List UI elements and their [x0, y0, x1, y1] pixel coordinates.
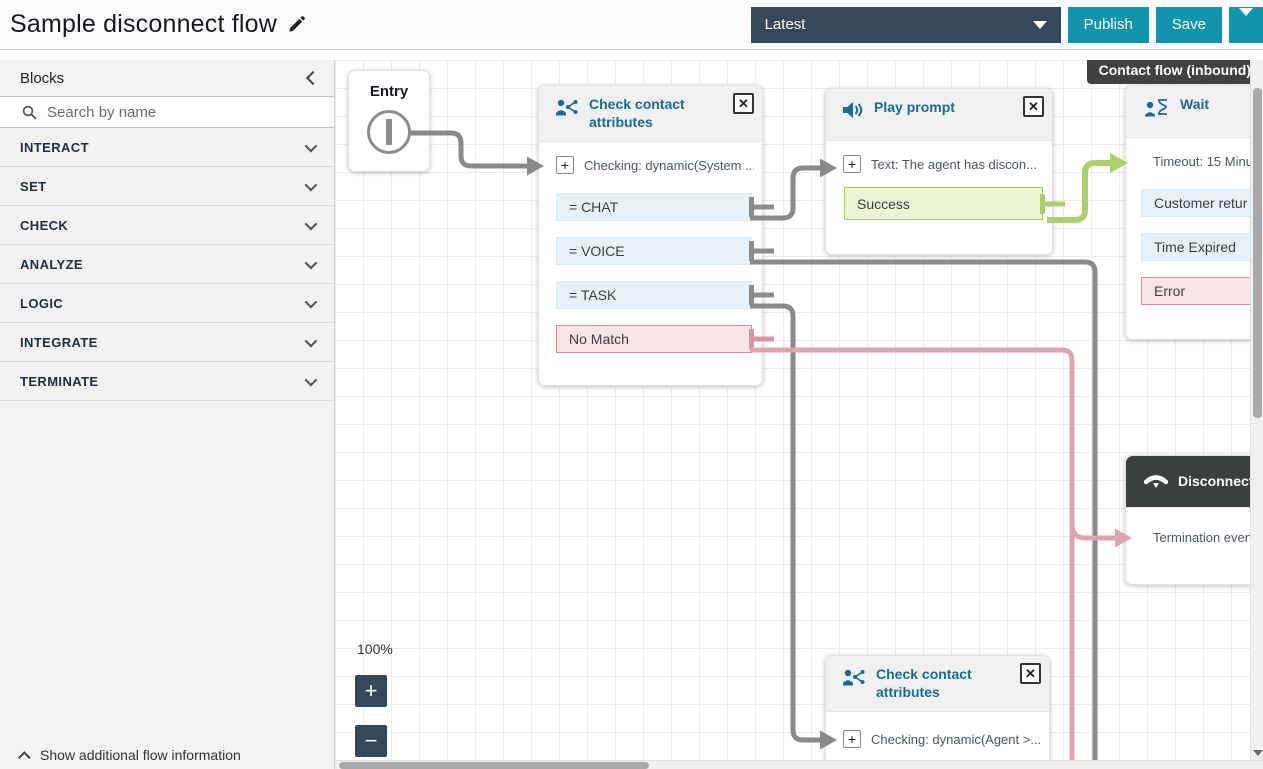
edit-title-icon[interactable] [287, 15, 306, 34]
disconnect-phone-icon [1144, 474, 1168, 488]
close-block-icon[interactable]: ✕ [733, 93, 754, 114]
disconnect-block[interactable]: Disconnect Termination event [1125, 455, 1263, 585]
top-header: Sample disconnect flow Latest Publish Sa… [0, 0, 1263, 50]
zoom-out-button[interactable]: − [355, 725, 387, 757]
branch-error[interactable]: Error [1141, 277, 1263, 305]
entry-label: Entry [369, 83, 409, 100]
block-parameter: Text: The agent has discon... [871, 156, 1037, 172]
block-parameter: Checking: dynamic(System ... [584, 157, 754, 173]
version-dropdown-value: Latest [764, 16, 806, 33]
branch-no-match[interactable]: No Match [556, 325, 752, 353]
sidebar-category-integrate[interactable]: INTEGRATE [0, 323, 334, 362]
flow-type-badge: Contact flow (inbound) [1086, 60, 1263, 84]
chevron-down-icon [304, 178, 318, 191]
chevron-down-icon [304, 373, 318, 386]
collapse-sidebar-icon[interactable] [305, 70, 321, 86]
blocks-sidebar: Blocks INTERACT SET CHECK ANALYZE LOGIC [0, 60, 335, 769]
sidebar-category-interact[interactable]: INTERACT [0, 128, 334, 167]
sidebar-category-check[interactable]: CHECK [0, 206, 334, 245]
flow-canvas[interactable]: Contact flow (inbound) Entry Check conta… [335, 60, 1263, 769]
main-area: Blocks INTERACT SET CHECK ANALYZE LOGIC [0, 50, 1263, 769]
block-title: Check contact attributes [589, 96, 685, 130]
block-parameter: Timeout: 15 Minut [1153, 154, 1257, 169]
search-input[interactable] [47, 103, 322, 121]
chevron-down-icon [304, 217, 318, 230]
branch-customer-returned[interactable]: Customer retur [1141, 189, 1263, 217]
block-title: Check contact attributes [876, 666, 972, 700]
play-prompt-block[interactable]: Play prompt ✕ + Text: The agent has disc… [825, 88, 1053, 255]
branch-task[interactable]: = TASK [556, 281, 752, 309]
chevron-down-icon [304, 256, 318, 269]
search-icon [22, 105, 37, 120]
add-condition-icon[interactable]: + [556, 156, 574, 174]
zoom-level: 100% [357, 641, 393, 657]
block-search [0, 96, 334, 128]
sidebar-category-analyze[interactable]: ANALYZE [0, 245, 334, 284]
chevron-down-icon [1032, 20, 1047, 29]
check-contact-attributes-icon [556, 99, 578, 116]
check-contact-attributes-block-2[interactable]: Check contact attributes ✕ + Checking: d… [825, 655, 1050, 769]
close-block-icon[interactable]: ✕ [1023, 96, 1044, 117]
wait-block[interactable]: Wait Timeout: 15 Minut Customer retur Ti… [1125, 85, 1263, 340]
vertical-scrollbar[interactable] [1250, 60, 1263, 760]
scroll-down-icon[interactable] [1253, 750, 1263, 756]
branch-time-expired[interactable]: Time Expired [1141, 233, 1263, 261]
horizontal-scrollbar-thumb[interactable] [339, 762, 649, 769]
block-title: Play prompt [874, 99, 955, 115]
add-prompt-icon[interactable]: + [843, 155, 861, 173]
sidebar-title: Blocks [20, 69, 65, 87]
entry-block[interactable]: Entry [348, 70, 430, 172]
block-title: Wait [1180, 96, 1210, 112]
sidebar-category-terminate[interactable]: TERMINATE [0, 362, 334, 401]
block-title: Disconnect [1178, 472, 1254, 489]
zoom-in-button[interactable]: + [355, 675, 387, 707]
chevron-down-icon [304, 139, 318, 152]
chevron-down-icon [1239, 8, 1253, 33]
check-contact-attributes-block-1[interactable]: Check contact attributes ✕ + Checking: d… [538, 85, 763, 386]
check-contact-attributes-icon [843, 669, 865, 686]
horizontal-scrollbar[interactable] [335, 760, 1263, 769]
chevron-down-icon [304, 334, 318, 347]
entry-point-icon[interactable] [367, 110, 411, 154]
chevron-down-icon [304, 295, 318, 308]
branch-voice[interactable]: = VOICE [556, 237, 752, 265]
sidebar-category-set[interactable]: SET [0, 167, 334, 206]
publish-button[interactable]: Publish [1067, 6, 1149, 43]
show-flow-info-link[interactable]: Show additional flow information [18, 747, 241, 764]
wait-icon [1145, 99, 1167, 117]
block-parameter: Termination event [1153, 530, 1256, 545]
save-button[interactable]: Save [1155, 6, 1222, 43]
vertical-scrollbar-thumb[interactable] [1253, 88, 1262, 418]
branch-success[interactable]: Success [844, 187, 1043, 220]
chevron-up-icon [18, 750, 31, 764]
play-prompt-speaker-icon [843, 102, 863, 118]
block-parameter: Checking: dynamic(Agent >... [871, 731, 1041, 747]
add-condition-icon[interactable]: + [843, 730, 861, 748]
sidebar-header: Blocks [0, 60, 334, 96]
save-options-button[interactable] [1229, 6, 1263, 43]
version-dropdown[interactable]: Latest [750, 6, 1061, 43]
close-block-icon[interactable]: ✕ [1020, 663, 1041, 684]
sidebar-category-logic[interactable]: LOGIC [0, 284, 334, 323]
flow-connectors [410, 130, 1132, 769]
branch-chat[interactable]: = CHAT [556, 193, 752, 221]
header-actions: Latest Publish Save [750, 6, 1263, 43]
flow-title: Sample disconnect flow [10, 10, 278, 38]
